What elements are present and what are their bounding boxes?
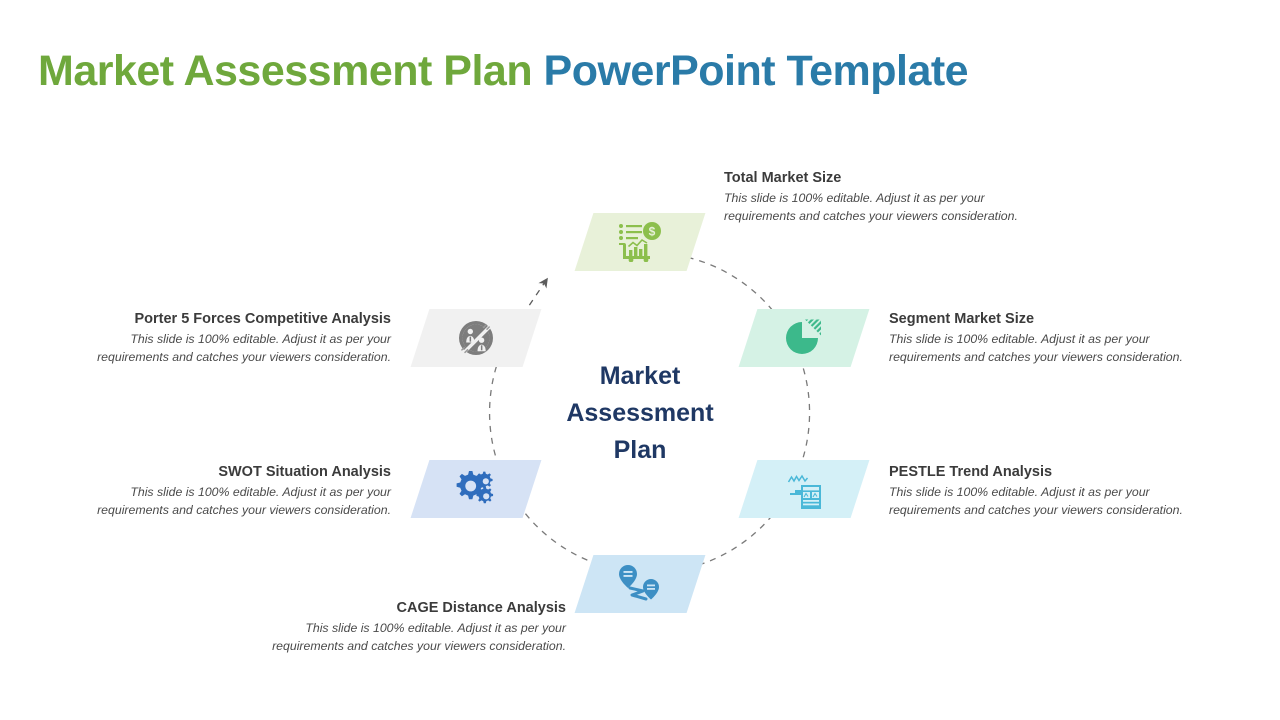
node-cage-distance-analysis[interactable] bbox=[574, 555, 706, 613]
svg-text:$: $ bbox=[649, 225, 656, 239]
node-segment-market-size[interactable] bbox=[738, 309, 870, 367]
node-swot-situation-analysis[interactable] bbox=[410, 460, 542, 518]
heading-porter-5-forces: Porter 5 Forces Competitive Analysis bbox=[134, 311, 391, 327]
cycle-ring-arc bbox=[488, 252, 811, 574]
cycle-direction-arrow-icon bbox=[515, 277, 548, 326]
text-cage-distance-analysis: CAGE Distance Analysis This slide is 100… bbox=[166, 599, 566, 656]
cycle-diagram: Market Assessment Plan $ bbox=[0, 130, 1280, 690]
center-hub-line-2: Assessment bbox=[566, 399, 714, 427]
center-hub-label: Market Assessment Plan bbox=[540, 358, 740, 469]
monitor-report-icon bbox=[781, 466, 827, 512]
desc-total-market-size-line-2: requirements and catches your viewers co… bbox=[724, 208, 1018, 223]
node-pestle-trend-analysis[interactable] bbox=[738, 460, 870, 518]
gears-icon bbox=[453, 466, 499, 512]
map-pins-route-icon bbox=[617, 561, 663, 607]
desc-porter-5-forces-line-1: This slide is 100% editable. Adjust it a… bbox=[130, 332, 391, 347]
desc-pestle-trend-analysis-line-2: requirements and catches your viewers co… bbox=[889, 502, 1183, 517]
text-porter-5-forces: Porter 5 Forces Competitive Analysis Thi… bbox=[0, 310, 391, 367]
competitive-people-circle-icon bbox=[453, 315, 499, 361]
desc-swot-situation-analysis-line-1: This slide is 100% editable. Adjust it a… bbox=[130, 485, 391, 500]
text-pestle-trend-analysis: PESTLE Trend Analysis This slide is 100%… bbox=[889, 463, 1183, 520]
desc-swot-situation-analysis-line-2: requirements and catches your viewers co… bbox=[97, 502, 391, 517]
desc-segment-market-size-line-1: This slide is 100% editable. Adjust it a… bbox=[889, 332, 1150, 347]
desc-cage-distance-analysis-line-1: This slide is 100% editable. Adjust it a… bbox=[305, 621, 566, 636]
pie-chart-icon bbox=[781, 315, 827, 361]
heading-segment-market-size: Segment Market Size bbox=[889, 311, 1035, 327]
cycle-dashed-path bbox=[488, 252, 811, 574]
text-total-market-size: Total Market Size This slide is 100% edi… bbox=[724, 169, 1018, 226]
node-porter-5-forces[interactable] bbox=[410, 309, 542, 367]
desc-pestle-trend-analysis-line-1: This slide is 100% editable. Adjust it a… bbox=[889, 485, 1150, 500]
page-title-primary: Market Assessment Plan bbox=[38, 47, 533, 95]
center-hub-line-1: Market bbox=[599, 362, 681, 390]
heading-pestle-trend-analysis: PESTLE Trend Analysis bbox=[889, 464, 1053, 480]
heading-swot-situation-analysis: SWOT Situation Analysis bbox=[218, 464, 391, 480]
node-total-market-size[interactable]: $ bbox=[574, 213, 706, 271]
cart-bar-chart-dollar-icon: $ bbox=[617, 219, 663, 265]
heading-total-market-size: Total Market Size bbox=[724, 170, 842, 186]
page-title: Market Assessment Plan PowerPoint Templa… bbox=[38, 47, 969, 95]
text-segment-market-size: Segment Market Size This slide is 100% e… bbox=[889, 310, 1183, 367]
heading-cage-distance-analysis: CAGE Distance Analysis bbox=[396, 600, 567, 616]
page-title-secondary: PowerPoint Template bbox=[532, 47, 969, 95]
desc-cage-distance-analysis-line-2: requirements and catches your viewers co… bbox=[272, 638, 566, 653]
desc-segment-market-size-line-2: requirements and catches your viewers co… bbox=[889, 349, 1183, 364]
desc-total-market-size-line-1: This slide is 100% editable. Adjust it a… bbox=[724, 191, 985, 206]
center-hub-line-3: Plan bbox=[613, 436, 667, 464]
desc-porter-5-forces-line-2: requirements and catches your viewers co… bbox=[97, 349, 391, 364]
text-swot-situation-analysis: SWOT Situation Analysis This slide is 10… bbox=[0, 463, 391, 520]
